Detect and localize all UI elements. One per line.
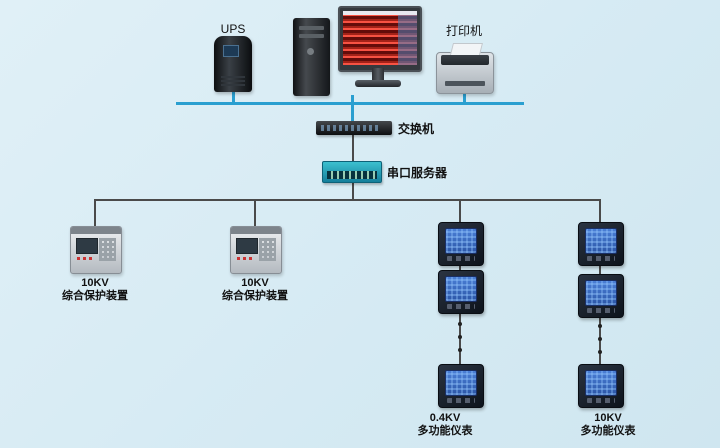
protection-device-leds xyxy=(77,257,95,260)
meter-screen xyxy=(585,228,617,254)
protection-1-caption: 10KV 综合保护装置 xyxy=(55,277,135,303)
meter-buttons xyxy=(587,398,615,403)
meter-screen xyxy=(445,228,477,254)
meter-buttons xyxy=(587,256,615,261)
protection-device-top xyxy=(231,227,281,234)
printer-output-slot xyxy=(445,81,485,86)
ellipsis-dots xyxy=(458,322,463,352)
protection-device-screen xyxy=(76,238,98,254)
meter-buttons xyxy=(587,308,615,313)
meter xyxy=(438,222,484,266)
serial-server-label: 串口服务器 xyxy=(387,166,448,180)
printer-lid xyxy=(441,55,489,65)
meter xyxy=(578,274,624,318)
dot xyxy=(458,322,462,326)
switch-drop-line xyxy=(351,104,354,122)
monitor-screen xyxy=(343,11,417,65)
meter-col-2-name: 多功能仪表 xyxy=(580,425,636,437)
meter-col-1-name: 多功能仪表 xyxy=(417,425,473,437)
distribution-wire xyxy=(95,199,601,201)
meter-col-1-voltage: 0.4KV xyxy=(429,412,461,424)
protection-2-voltage: 10KV xyxy=(241,277,269,289)
ups-device xyxy=(214,36,252,92)
meter-buttons xyxy=(447,256,475,261)
meter-screen xyxy=(445,276,477,302)
printer-label: 打印机 xyxy=(445,24,482,38)
dot xyxy=(598,324,602,328)
switch-ports xyxy=(321,125,378,131)
protection-device-1 xyxy=(70,226,122,274)
printer-device xyxy=(436,43,494,94)
meter-buttons xyxy=(447,304,475,309)
protection-1-voltage: 10KV xyxy=(81,277,109,289)
protection-2-caption: 10KV 综合保护装置 xyxy=(215,277,295,303)
computer-tower xyxy=(293,18,330,96)
protection-device-keypad xyxy=(259,238,276,261)
meter-screen xyxy=(585,280,617,306)
protection-device-screen xyxy=(236,238,258,254)
serial-server-device xyxy=(322,161,382,183)
monitor-stand xyxy=(372,68,384,81)
meter-col-2-voltage: 10KV xyxy=(594,412,622,424)
dot xyxy=(598,337,602,341)
meter-screen xyxy=(445,370,477,396)
dot xyxy=(458,335,462,339)
dot xyxy=(598,350,602,354)
protection-device-top xyxy=(71,227,121,234)
protection-1-name: 综合保护装置 xyxy=(62,290,128,302)
ellipsis-dots xyxy=(598,324,603,354)
protection-device-leds xyxy=(237,257,255,260)
printer-drop-line xyxy=(463,90,466,103)
server-down-wire xyxy=(352,180,354,200)
computer-drop-line xyxy=(351,95,354,103)
tower-power-button xyxy=(307,48,314,55)
meter-col-2-caption: 10KV 多功能仪表 xyxy=(563,412,653,438)
meter xyxy=(438,270,484,314)
switch-label: 交换机 xyxy=(398,122,435,136)
branch-wire-1 xyxy=(94,199,96,228)
meter-screen xyxy=(585,370,617,396)
switch-to-server-wire xyxy=(352,135,354,162)
meter xyxy=(438,364,484,408)
tower-drive-slot xyxy=(299,34,324,38)
monitor xyxy=(338,6,422,72)
protection-device-keypad xyxy=(99,238,116,261)
monitor-base xyxy=(355,80,401,87)
meter xyxy=(578,222,624,266)
network-bus-line xyxy=(176,102,524,105)
meter xyxy=(578,364,624,408)
protection-device-2 xyxy=(230,226,282,274)
ups-drop-line xyxy=(232,91,235,103)
meter-col-1-caption: 0.4KV 多功能仪表 xyxy=(400,412,490,438)
branch-wire-2 xyxy=(254,199,256,228)
ups-label: UPS xyxy=(220,22,246,36)
dot xyxy=(458,348,462,352)
protection-2-name: 综合保护装置 xyxy=(222,290,288,302)
ups-vent xyxy=(221,76,245,86)
switch-device xyxy=(316,121,392,135)
meter-buttons xyxy=(447,398,475,403)
tower-drive-slot xyxy=(299,26,324,30)
serial-server-ports xyxy=(327,171,377,179)
ups-display xyxy=(223,45,239,57)
